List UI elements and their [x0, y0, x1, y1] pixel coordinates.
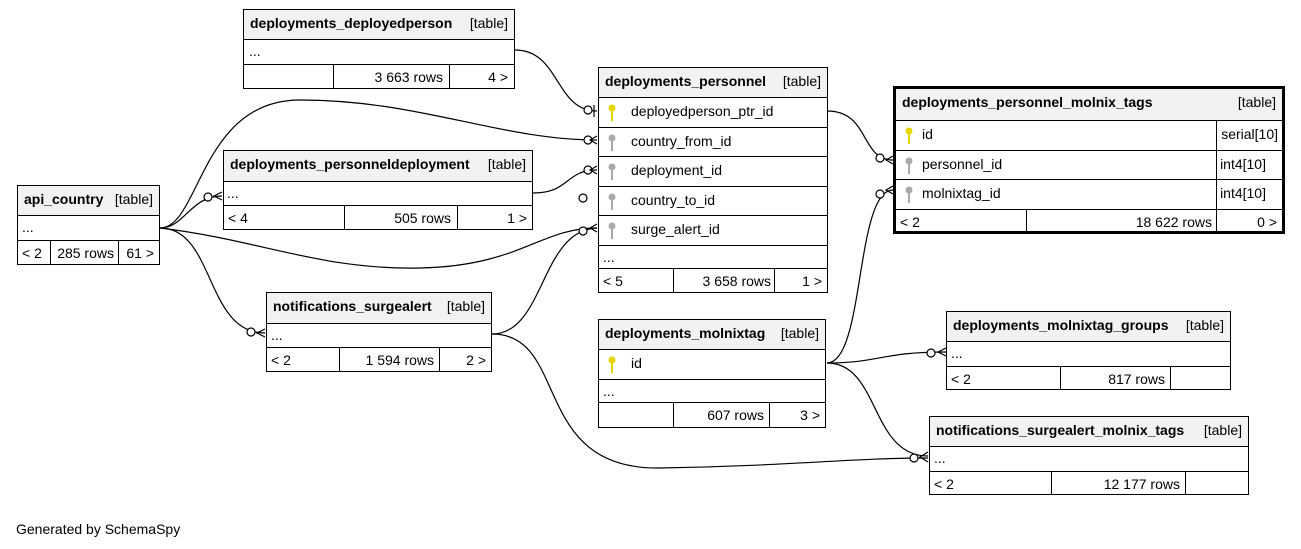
table-deployments-deployedperson[interactable]: deployments_deployedperson [table] ... 3 … — [243, 9, 515, 89]
foreign-key-icon — [608, 134, 616, 151]
row-count: 817 rows — [1108, 371, 1165, 387]
parents-count[interactable]: < 2 — [934, 476, 954, 492]
column-name: molnixtag_id — [922, 185, 1001, 201]
foreign-key-icon — [905, 157, 913, 174]
table-type: [table] — [782, 73, 821, 89]
parents-count[interactable]: < 5 — [603, 273, 623, 289]
more-columns: ... — [951, 345, 963, 361]
table-type: [table] — [469, 15, 508, 31]
row-count: 3 663 rows — [374, 69, 443, 85]
row-count: 1 594 rows — [365, 352, 434, 368]
row-count: 607 rows — [707, 407, 764, 423]
children-count[interactable]: 61 > — [126, 245, 154, 261]
column-name: country_from_id — [631, 133, 732, 149]
column-name: deployedperson_ptr_id — [631, 103, 774, 119]
more-columns: ... — [934, 450, 946, 466]
foreign-key-icon — [608, 163, 616, 180]
table-name: notifications_surgealert_molnix_tags — [936, 422, 1185, 438]
row-count: 3 658 rows — [702, 273, 771, 289]
table-type: [table] — [114, 191, 153, 207]
children-count[interactable]: 3 > — [800, 407, 820, 423]
children-count[interactable]: 0 > — [1257, 214, 1277, 230]
edge-surgealert-surge — [491, 227, 598, 335]
edge-country-to — [159, 227, 598, 269]
row-count: 12 177 rows — [1103, 476, 1180, 492]
table-name: deployments_personnel — [605, 73, 767, 89]
table-deployments-personnel[interactable]: deployments_personnel [table] deployedper… — [598, 67, 828, 293]
children-count[interactable]: 1 > — [802, 273, 822, 289]
row-count: 18 622 rows — [1135, 214, 1212, 230]
edge-molnixtag-molnixtags — [826, 189, 894, 364]
table-type: [table] — [1203, 422, 1242, 438]
primary-key-icon — [608, 356, 616, 373]
edge-deployedperson-personnel — [514, 49, 598, 112]
children-count[interactable]: 4 > — [488, 69, 508, 85]
edge-country-from — [159, 99, 598, 229]
parents-count[interactable]: < 2 — [951, 371, 971, 387]
parents-count[interactable]: < 2 — [22, 245, 42, 261]
foreign-key-icon — [608, 193, 616, 210]
table-name: notifications_surgealert — [273, 298, 432, 314]
more-columns: ... — [603, 383, 615, 399]
column-name: country_to_id — [631, 192, 716, 208]
table-name: deployments_personnel_molnix_tags — [902, 94, 1153, 110]
primary-key-icon — [608, 104, 616, 121]
table-name: deployments_molnixtag — [605, 325, 766, 341]
table-deployments-molnixtag[interactable]: deployments_molnixtag [table] id ... 607 … — [598, 319, 826, 428]
column-name: deployment_id — [631, 162, 723, 178]
parents-count[interactable]: < 2 — [271, 352, 291, 368]
parents-count[interactable]: < 2 — [900, 214, 920, 230]
edge-country-surgealert — [159, 227, 266, 334]
column-name: surge_alert_id — [631, 221, 720, 237]
edge-country-personneldeployment — [159, 195, 223, 229]
table-type: [table] — [487, 156, 526, 172]
primary-key-icon — [905, 127, 913, 144]
column-type: int4[10] — [1220, 156, 1266, 172]
column-name: personnel_id — [922, 156, 1003, 172]
column-name: id — [631, 355, 642, 371]
children-count[interactable]: 1 > — [507, 210, 527, 226]
row-count: 505 rows — [394, 210, 451, 226]
table-deployments-molnixtag-groups[interactable]: deployments_molnixtag_groups[table] ... … — [946, 311, 1231, 390]
row-count: 285 rows — [57, 245, 114, 261]
table-name: deployments_deployedperson — [250, 15, 453, 31]
table-deployments-personnel-molnix-tags[interactable]: deployments_personnel_molnix_tags [table]… — [893, 86, 1285, 234]
more-columns: ... — [271, 327, 283, 343]
table-type: [table] — [446, 298, 485, 314]
table-type: [table] — [1185, 317, 1224, 333]
more-columns: ... — [249, 43, 261, 59]
column-name: id — [922, 126, 933, 142]
footer-generated-by: Generated by SchemaSpy — [16, 521, 181, 537]
table-name: deployments_personneldeployment — [230, 156, 470, 172]
table-name: deployments_molnixtag_groups — [953, 317, 1169, 333]
table-type: [table] — [1237, 94, 1276, 110]
table-deployments-personneldeployment[interactable]: deployments_personneldeployment [table] .… — [223, 150, 533, 230]
table-notifications-surgealert-molnix-tags[interactable]: notifications_surgealert_molnix_tags [tab… — [929, 416, 1249, 495]
foreign-key-icon — [905, 186, 913, 203]
children-count[interactable]: 2 > — [466, 352, 486, 368]
more-columns: ... — [603, 249, 615, 265]
table-notifications-surgealert[interactable]: notifications_surgealert[table] ... < 2 … — [266, 292, 492, 372]
edge-surgealert-smt — [491, 333, 929, 469]
more-columns: ... — [22, 219, 34, 235]
edge-molnixtag-smt — [826, 362, 929, 457]
edge-personnel-molnixtags — [826, 110, 894, 161]
column-type: serial[10] — [1221, 126, 1278, 142]
parents-count[interactable]: < 4 — [228, 210, 248, 226]
column-type: int4[10] — [1220, 185, 1266, 201]
foreign-key-icon — [608, 222, 616, 239]
table-type: [table] — [780, 325, 819, 341]
more-columns: ... — [227, 185, 239, 201]
table-name: api_country — [24, 191, 104, 207]
table-api-country[interactable]: api_country [table] ... < 2 285 rows 61 > — [17, 185, 160, 265]
